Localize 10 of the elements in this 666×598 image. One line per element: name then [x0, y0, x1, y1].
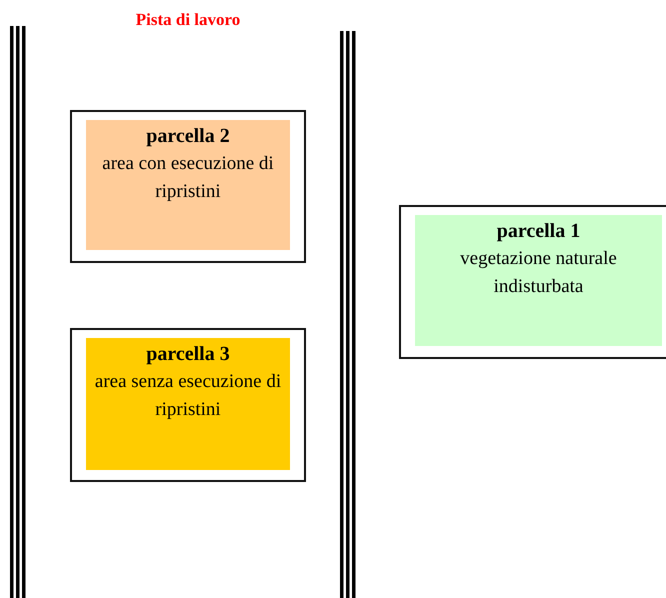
- plot-description: area con esecuzione di ripristini: [101, 152, 275, 204]
- title: Pista di lavoro: [134, 10, 242, 30]
- plot-frame: [70, 110, 306, 263]
- plot-frame: [70, 328, 306, 482]
- plot-name: parcella 2: [145, 124, 231, 149]
- plot-name: parcella 3: [145, 342, 231, 367]
- plot-frame: [399, 205, 666, 359]
- plot-description: vegetazione naturale indisturbata: [459, 247, 618, 299]
- plot-description: area senza esecuzione di ripristini: [94, 370, 282, 422]
- plot-name: parcella 1: [496, 219, 582, 244]
